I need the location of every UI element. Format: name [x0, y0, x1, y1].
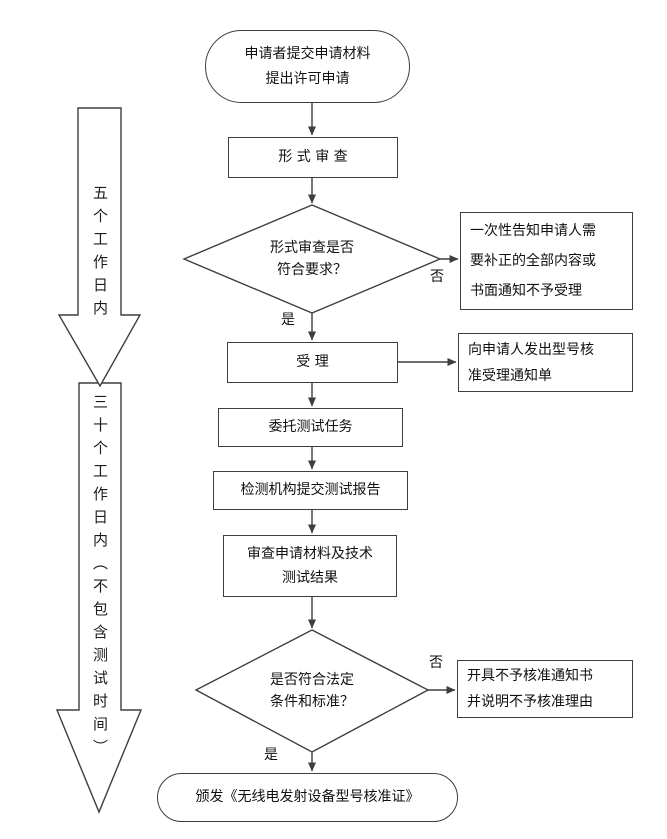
notify-correction-line: 要补正的全部内容或 [470, 253, 596, 269]
edge-label-legal-no: 否 [428, 652, 444, 672]
edge-label-formal-no: 否 [429, 266, 445, 286]
entrust-test-label: 委托测试任务 [268, 419, 353, 435]
review-results-line: 测试结果 [282, 570, 338, 586]
acceptance-notice-line: 准受理通知单 [468, 367, 552, 384]
decision-formal-line: 符合要求？ [277, 262, 347, 278]
decision-legal-text: 是否符合法定 条件和标准？ [232, 668, 392, 714]
timeline-five-days-text: 五个工作日内 [91, 185, 109, 323]
decision-legal-line: 条件和标准？ [270, 694, 354, 710]
edge-label-formal-yes: 是 [280, 309, 296, 329]
notify-correction-line: 书面通知不予受理 [470, 283, 582, 299]
accept-label: 受 理 [296, 354, 329, 370]
decision-legal-line: 是否符合法定 [270, 672, 354, 688]
reject-notice-line: 并说明不予核准理由 [467, 694, 593, 710]
edge-label-legal-yes: 是 [263, 744, 279, 764]
issue-certificate-node: 颁发《无线电发射设备型号核准证》 [157, 773, 458, 822]
acceptance-notice-node: 向申请人发出型号核 准受理通知单 [458, 333, 633, 392]
formal-review-node: 形 式 审 查 [228, 137, 398, 178]
entrust-test-node: 委托测试任务 [218, 408, 403, 447]
decision-formal-line: 形式审查是否 [270, 240, 354, 256]
start-node-line: 申请者提交申请材料 [244, 45, 371, 62]
formal-review-label: 形 式 审 查 [278, 149, 348, 165]
issue-certificate-label: 颁发《无线电发射设备型号核准证》 [195, 789, 420, 805]
test-report-label: 检测机构提交测试报告 [240, 482, 381, 498]
decision-formal-text: 形式审查是否 符合要求？ [232, 237, 392, 281]
timeline-arrow-thirty-days-shape [55, 382, 143, 814]
acceptance-notice-line: 向申请人发出型号核 [468, 341, 594, 358]
reject-notice-node: 开具不予核准通知书 并说明不予核准理由 [457, 660, 633, 718]
notify-correction-line: 一次性告知申请人需 [470, 223, 596, 239]
start-node-line: 提出许可申请 [265, 70, 350, 87]
test-report-node: 检测机构提交测试报告 [213, 471, 408, 510]
review-results-line: 审查申请材料及技术 [247, 546, 373, 562]
reject-notice-line: 开具不予核准通知书 [467, 668, 593, 684]
timeline-arrow-five-days-shape [57, 107, 142, 388]
accept-node: 受 理 [227, 342, 398, 383]
start-node: 申请者提交申请材料 提出许可申请 [205, 30, 410, 103]
notify-correction-node: 一次性告知申请人需 要补正的全部内容或 书面通知不予受理 [460, 212, 633, 310]
review-results-node: 审查申请材料及技术 测试结果 [223, 535, 397, 597]
timeline-thirty-days-text: 三十个工作日内（不包含测试时间） [91, 394, 109, 762]
